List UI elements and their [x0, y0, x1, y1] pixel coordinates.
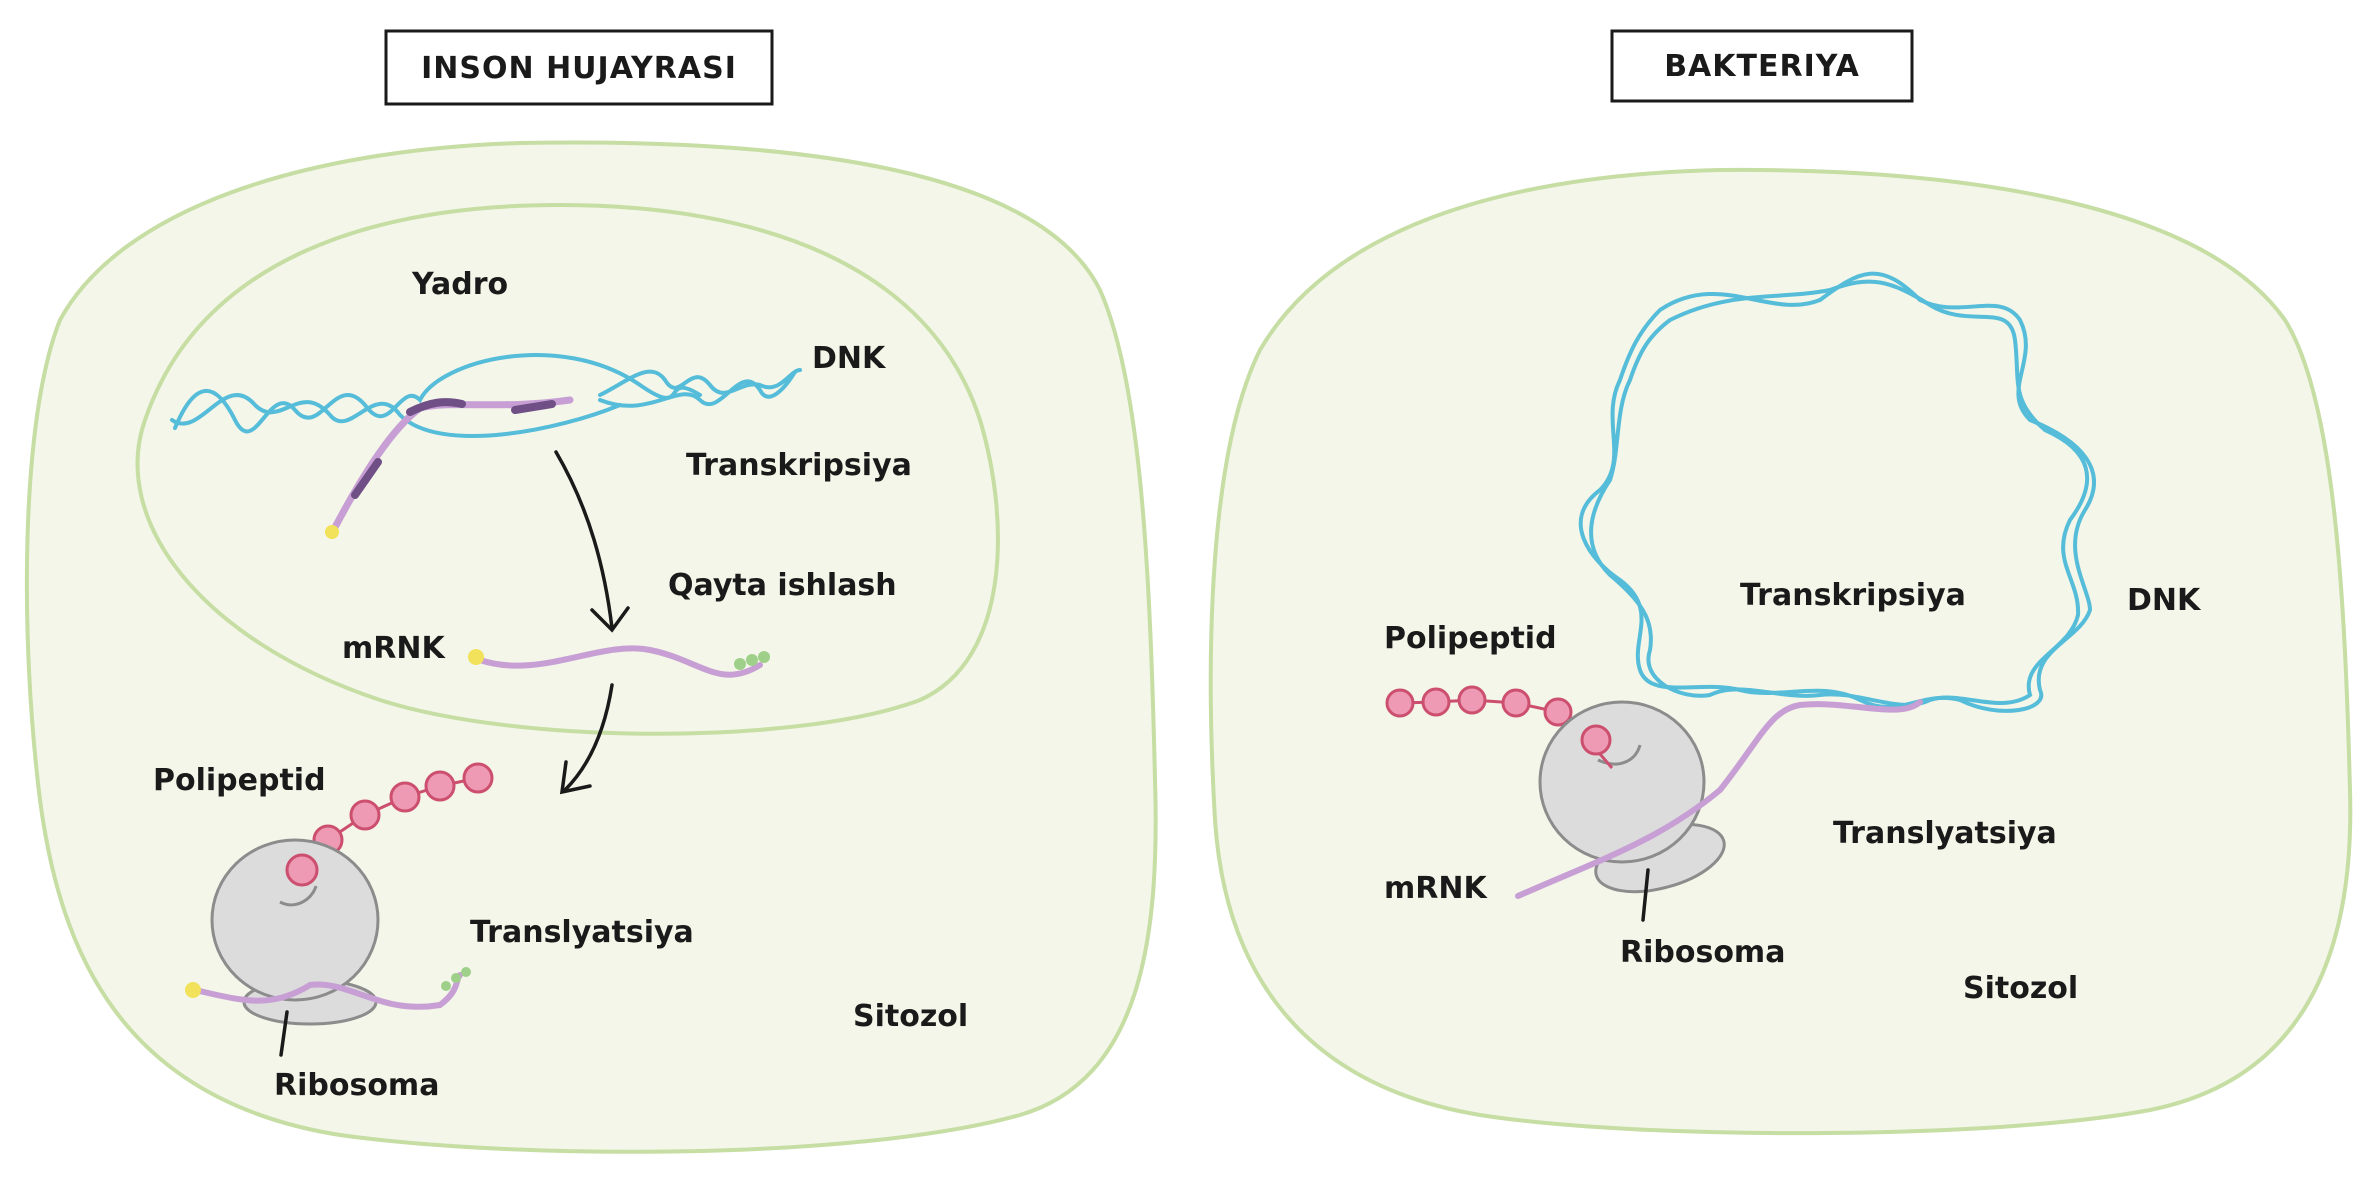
human-ribosome-pointer: [279, 1010, 289, 1057]
processing-label: Qayta ishlash: [668, 568, 897, 603]
nucleus-label: Yadro: [411, 267, 508, 302]
human-translation-label: Translyatsiya: [470, 915, 694, 950]
bacteria-title-box: [1610, 29, 1914, 103]
human-title-box: [384, 29, 774, 106]
human-ribosome-label: Ribosoma: [274, 1068, 439, 1103]
human-cell-panel: INSON HUJAYRASI Yadro DNK Transkripsiya …: [24, 29, 1158, 1154]
bacteria-cytosol-label: Sitozol: [1963, 971, 2078, 1006]
export-arrow: [559, 683, 614, 795]
bacteria-title: BAKTERIYA: [1664, 49, 1860, 84]
bacteria-mrna-strand: [1515, 699, 1923, 899]
human-transcription-label: Transkripsiya: [686, 448, 912, 483]
bacteria-ribosome-large-subunit: [1538, 700, 1706, 864]
bacteria-mrna-label: mRNK: [1384, 871, 1488, 906]
human-dna: [170, 353, 802, 439]
ribosome-large-subunit: [210, 838, 380, 1002]
nucleus-membrane: [135, 202, 1000, 736]
human-polypeptide-label: Polipeptid: [153, 763, 326, 798]
mrna-poly-a-tail: [734, 651, 770, 670]
bacteria-ribosome-pointer: [1641, 868, 1650, 922]
mrna-cap: [468, 649, 484, 665]
human-dna-label: DNK: [812, 341, 887, 376]
bacteria-cell-membrane: [1208, 167, 2353, 1136]
bacteria-dna-label: DNK: [2127, 583, 2202, 618]
bacteria-polypeptide-label: Polipeptid: [1384, 621, 1557, 656]
bacteria-panel: BAKTERIYA Transkripsiya DNK Polipeptid: [1208, 29, 2353, 1136]
human-cytosol-label: Sitozol: [853, 999, 968, 1034]
mature-mrna: [468, 645, 770, 678]
human-title: INSON HUJAYRASI: [421, 51, 737, 86]
pre-mrna: [325, 396, 574, 539]
processing-arrow: [554, 450, 630, 633]
bacteria-ribosome: [1538, 700, 1726, 894]
human-mrna-label: mRNK: [342, 631, 446, 666]
bacteria-transcription-label: Transkripsiya: [1740, 578, 1966, 613]
bacteria-circular-dna: [1578, 271, 2096, 713]
bacteria-ribosome-label: Ribosoma: [1620, 935, 1785, 970]
bacteria-translation-label: Translyatsiya: [1833, 816, 2057, 851]
human-ribosome-mrna: [185, 967, 471, 1010]
human-polypeptide-chain: [300, 762, 494, 873]
